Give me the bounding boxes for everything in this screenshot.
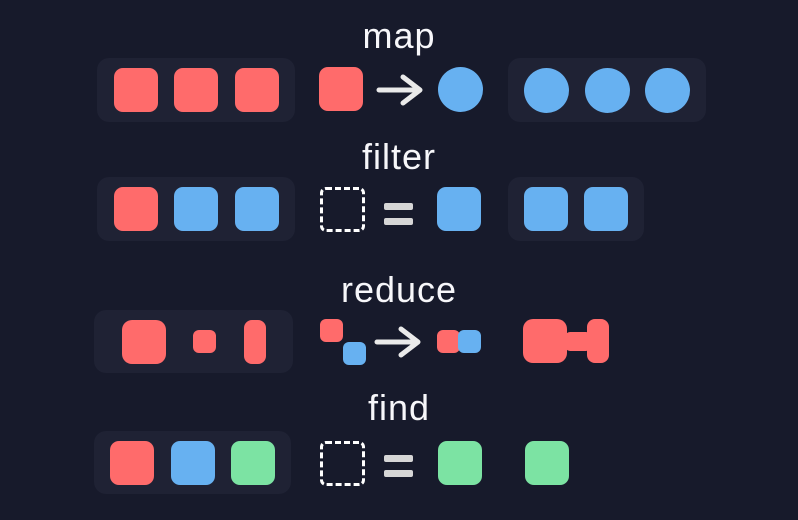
equals-icon <box>384 203 413 225</box>
red-small-square-shape <box>320 319 343 342</box>
arrow-icon <box>376 74 423 106</box>
blue-square-shape <box>437 187 481 231</box>
blue-circle-shape <box>645 67 691 113</box>
red-square-shape <box>319 67 363 111</box>
blue-square-shape <box>170 440 215 485</box>
reduce-label: reduce <box>340 269 458 310</box>
reduce-output-merged <box>523 319 609 363</box>
red-square-shape <box>110 440 155 485</box>
find-input-array <box>94 431 291 494</box>
filter-predicate-slot <box>320 187 365 232</box>
filter-output-array <box>508 177 644 241</box>
dashed-box-shape <box>320 187 365 232</box>
red-small-square-shape <box>437 330 460 353</box>
find-predicate-value <box>438 441 482 485</box>
map-output-array <box>508 58 706 122</box>
red-big-square-shape <box>523 319 567 363</box>
blue-circle-shape <box>523 67 569 113</box>
find-result <box>525 441 569 485</box>
filter-input-array <box>97 177 295 241</box>
map-demo-output <box>438 67 483 112</box>
reduce-demo-output-pair <box>437 330 481 353</box>
blue-square-shape <box>584 187 628 231</box>
red-tall-rect-shape <box>243 319 266 364</box>
red-small-square-shape <box>193 330 216 353</box>
green-square-shape <box>525 441 569 485</box>
reduce-demo-input-pair <box>320 319 366 365</box>
red-big-square-shape <box>121 319 166 364</box>
green-square-shape <box>438 441 482 485</box>
red-square-shape <box>113 68 158 112</box>
blue-square-shape <box>234 187 279 231</box>
reduce-input-array <box>94 310 293 373</box>
blue-square-shape <box>524 187 568 231</box>
red-square-shape <box>113 187 158 231</box>
map-input-array <box>97 58 295 122</box>
green-square-shape <box>230 440 275 485</box>
arrow-icon <box>374 326 421 358</box>
blue-small-square-shape <box>458 330 481 353</box>
map-label: map <box>362 15 436 56</box>
dashed-box-shape <box>320 441 365 486</box>
red-tall-rect-shape <box>587 319 609 363</box>
red-connector-shape <box>565 331 591 351</box>
red-square-shape <box>174 68 218 112</box>
filter-predicate-value <box>437 187 481 231</box>
red-square-shape <box>234 68 279 112</box>
blue-square-shape <box>174 187 218 231</box>
map-demo-input <box>319 67 363 111</box>
filter-label: filter <box>361 136 436 177</box>
find-label: find <box>367 387 431 428</box>
blue-small-square-shape <box>343 342 366 365</box>
blue-circle-shape <box>584 67 630 113</box>
equals-icon <box>384 455 413 477</box>
find-predicate-slot <box>320 441 365 486</box>
blue-circle-shape <box>438 67 483 112</box>
